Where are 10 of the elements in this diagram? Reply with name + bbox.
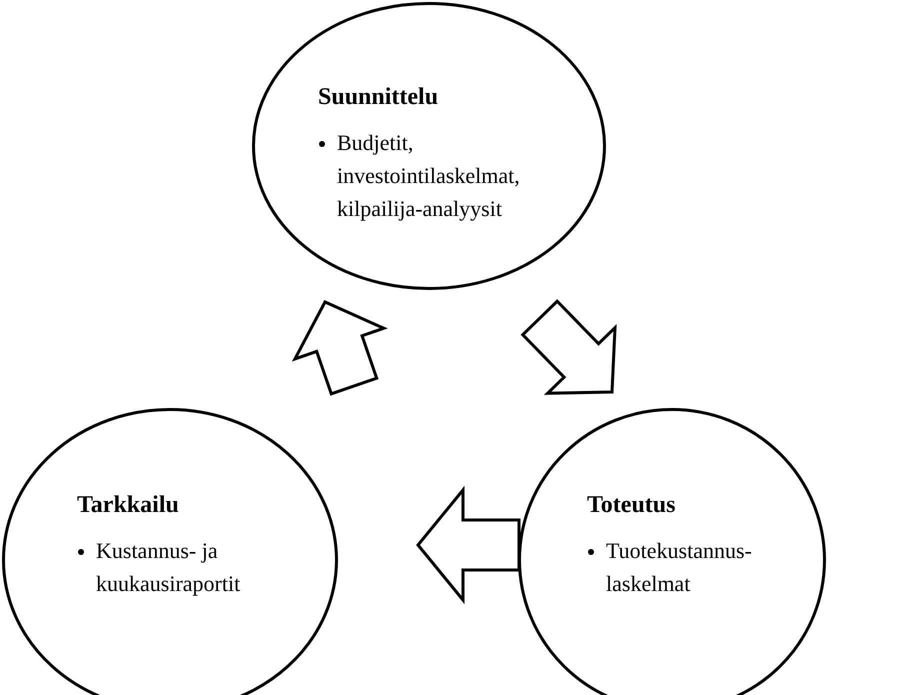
bullet-text: Budjetit, investointilaskelmat, kilpailija-analyysit: [337, 129, 521, 223]
node-heading: Suunnittelu: [318, 83, 440, 112]
block-arrow: [416, 486, 520, 604]
bullet-text: Tuotekustannus- laskelmat: [606, 537, 753, 598]
node-heading: Tarkkailu: [77, 491, 180, 520]
node-heading: Toteutus: [587, 491, 676, 520]
block-arrow: [520, 299, 617, 395]
ellipse-node: [252, 2, 606, 290]
block-arrow: [292, 300, 388, 396]
bullet-text: Kustannus- ja kuukausiraportit: [96, 537, 242, 598]
